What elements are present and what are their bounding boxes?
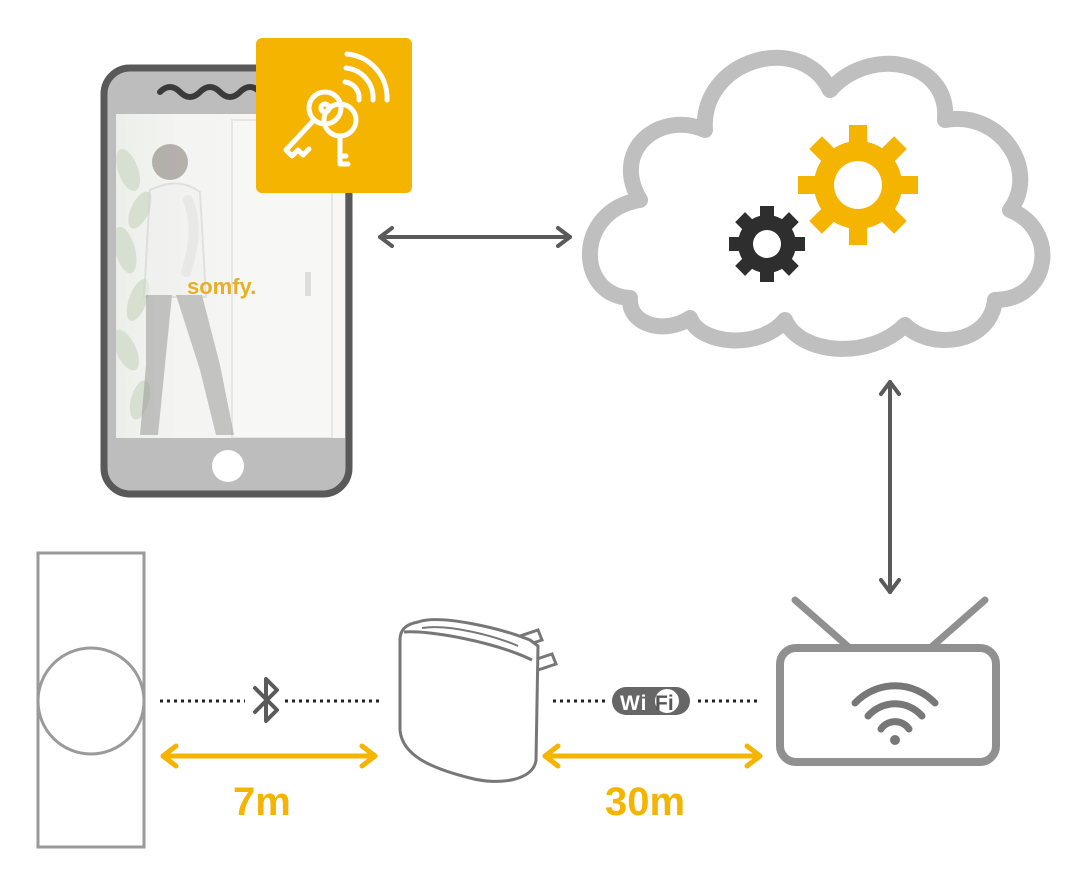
bluetooth-icon	[253, 677, 279, 723]
range-label-30m: 30m	[605, 780, 686, 824]
wifi-router	[776, 596, 1000, 766]
somfy-logo: somfy.	[187, 274, 256, 299]
keys-wireless-icon	[283, 51, 390, 167]
wifi-bridge	[398, 618, 558, 783]
cloud	[581, 49, 1051, 357]
phone-screen: somfy.	[116, 114, 345, 438]
wifi-badge: Wi Fi	[612, 687, 690, 715]
gear-icon	[798, 125, 918, 245]
door-lock	[36, 551, 146, 849]
svg-text:Fi: Fi	[655, 692, 674, 715]
home-button	[212, 450, 244, 482]
range-arrow-7m	[160, 743, 378, 769]
bluetooth-link	[160, 677, 380, 723]
smartphone: somfy.	[100, 64, 353, 498]
keys-app-badge	[256, 38, 412, 193]
wifi-badge-text: Wi	[620, 692, 647, 715]
earpiece-icon	[157, 84, 263, 100]
phone-cloud-arrow	[378, 226, 572, 248]
wifi-link: Wi Fi	[553, 687, 757, 715]
person-silhouette	[140, 144, 234, 435]
range-arrow-30m	[542, 743, 763, 769]
range-label-7m: 7m	[233, 780, 291, 824]
wifi-icon	[851, 682, 939, 733]
cloud-router-arrow	[879, 380, 901, 594]
gear-icon	[729, 206, 805, 282]
